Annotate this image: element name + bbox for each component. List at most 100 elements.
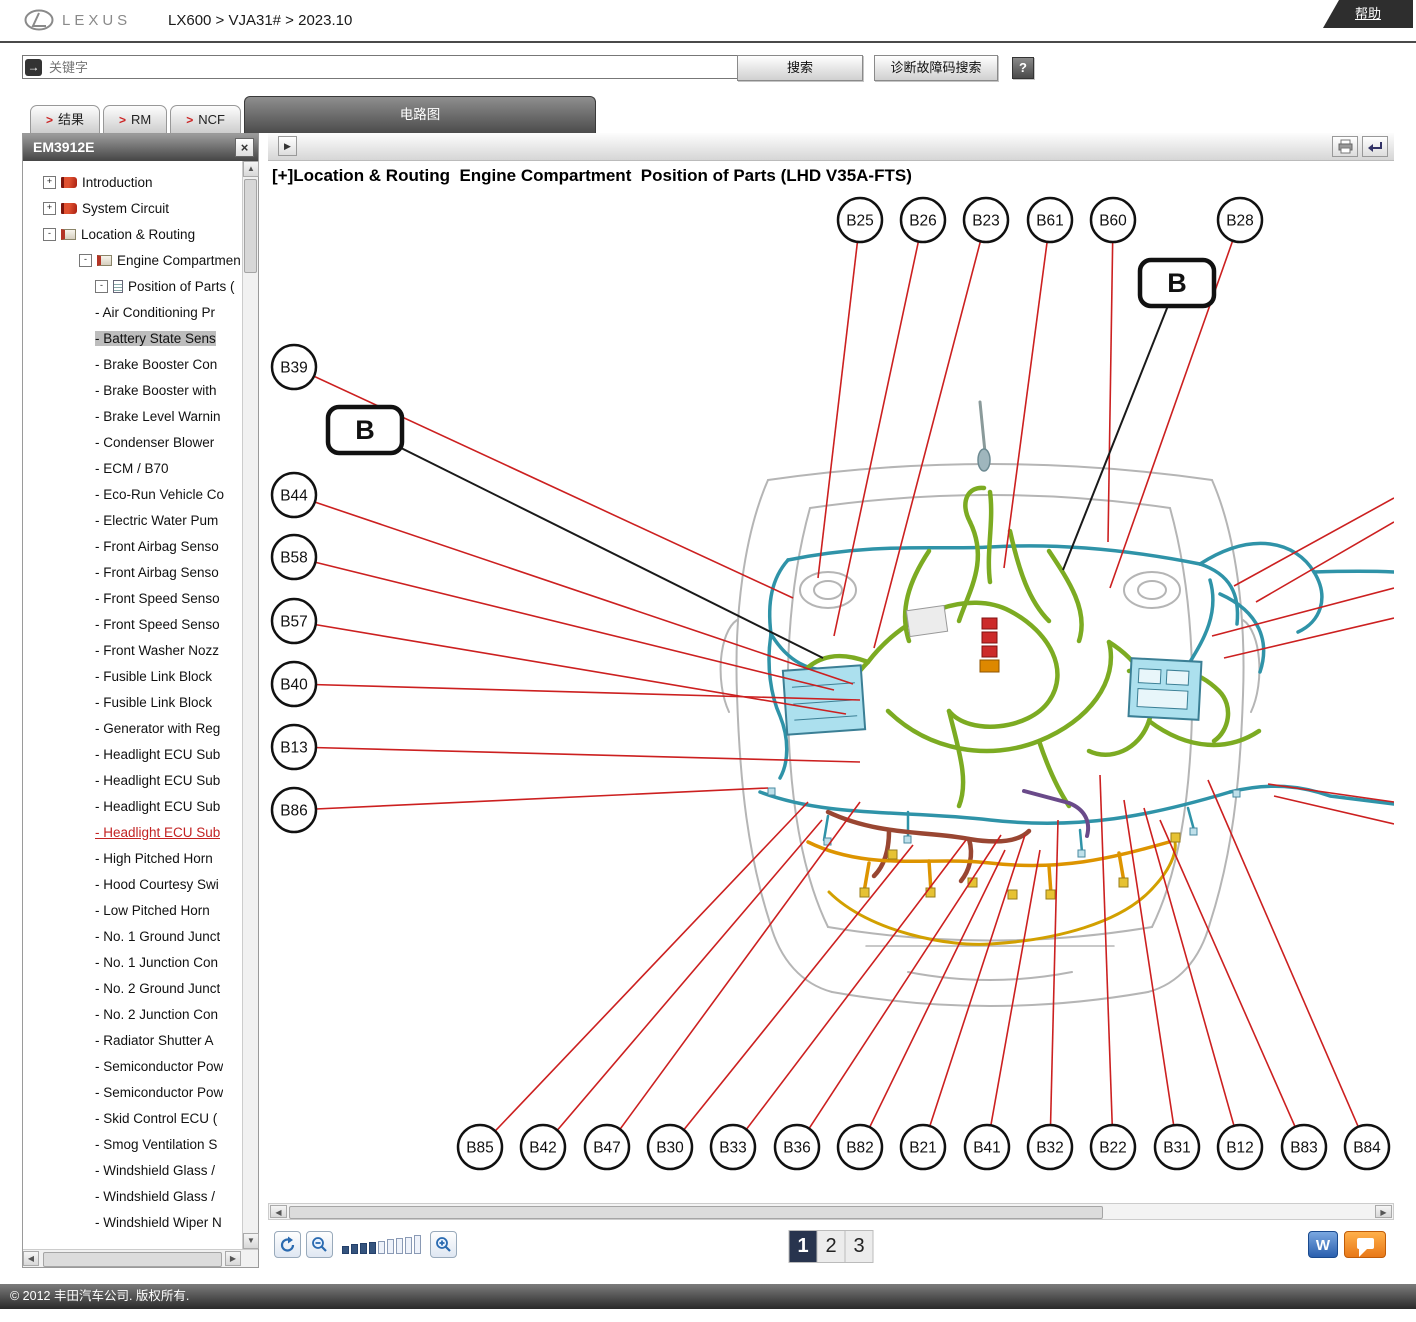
zoom-in-button[interactable] [430, 1231, 457, 1258]
print-button[interactable] [1332, 136, 1358, 157]
page-button[interactable]: 2 [817, 1230, 846, 1263]
tree-item[interactable]: - Low Pitched Horn [23, 897, 242, 923]
tree-item[interactable]: - Semiconductor Pow [23, 1053, 242, 1079]
tree-item[interactable]: - Skid Control ECU ( [23, 1105, 242, 1131]
tree-item[interactable]: - Front Speed Senso [23, 611, 242, 637]
connector-callout[interactable]: B61 [1026, 196, 1074, 244]
connector-callout[interactable]: B58 [270, 533, 318, 581]
scroll-left-button[interactable]: ◀ [270, 1205, 287, 1218]
tree-item[interactable]: - Headlight ECU Sub [23, 767, 242, 793]
tree-item[interactable]: - Semiconductor Pow [23, 1079, 242, 1105]
connector-callout[interactable]: B22 [1089, 1123, 1137, 1171]
tree-item[interactable]: - Electric Water Pum [23, 507, 242, 533]
close-icon[interactable]: × [235, 138, 254, 157]
tree-item[interactable]: - No. 2 Ground Junct [23, 975, 242, 1001]
reset-view-button[interactable] [274, 1231, 301, 1258]
tree-item[interactable]: - Brake Booster with [23, 377, 242, 403]
connector-callout[interactable]: B86 [270, 786, 318, 834]
expand-plus-icon[interactable]: + [43, 201, 56, 215]
sidebar-toggle-button[interactable]: ▶ [278, 136, 297, 156]
scroll-right-button[interactable]: ▶ [225, 1251, 241, 1266]
tree-item[interactable]: -Engine Compartmen [23, 247, 242, 273]
tree-item[interactable]: - No. 1 Ground Junct [23, 923, 242, 949]
collapse-minus-icon[interactable]: - [43, 227, 56, 241]
connector-callout[interactable]: B57 [270, 597, 318, 645]
connector-callout[interactable]: B33 [709, 1123, 757, 1171]
tree-item[interactable]: - Condenser Blower [23, 429, 242, 455]
page-button[interactable]: 3 [845, 1230, 874, 1263]
connector-callout[interactable]: B47 [583, 1123, 631, 1171]
scroll-down-button[interactable]: ▼ [243, 1233, 259, 1249]
tree-item[interactable]: - Generator with Reg [23, 715, 242, 741]
dtc-search-button[interactable]: 诊断故障码搜索 [874, 55, 998, 81]
tree-item[interactable]: - Air Conditioning Pr [23, 299, 242, 325]
help-question-button[interactable]: ? [1012, 57, 1034, 79]
connector-callout[interactable]: B32 [1026, 1123, 1074, 1171]
zoom-out-button[interactable] [306, 1231, 333, 1258]
tree-item[interactable]: - Front Airbag Senso [23, 533, 242, 559]
tree-item[interactable]: - High Pitched Horn [23, 845, 242, 871]
page-button[interactable]: 1 [788, 1230, 818, 1263]
collapse-minus-icon[interactable]: - [95, 279, 108, 293]
tree-item[interactable]: - Windshield Wiper N [23, 1209, 242, 1235]
tree-item[interactable]: - Front Airbag Senso [23, 559, 242, 585]
connector-callout[interactable]: B12 [1216, 1123, 1264, 1171]
connector-callout[interactable]: B84 [1343, 1123, 1391, 1171]
tree-item[interactable]: - Windshield Glass / [23, 1183, 242, 1209]
tree-item[interactable]: - Brake Level Warnin [23, 403, 242, 429]
connector-callout[interactable]: B26 [899, 196, 947, 244]
help-button[interactable]: 帮助 [1323, 0, 1413, 28]
collapse-minus-icon[interactable]: - [79, 253, 92, 267]
scroll-thumb[interactable] [244, 179, 257, 273]
tree-item[interactable]: -Location & Routing [23, 221, 242, 247]
tree-item[interactable]: - Front Speed Senso [23, 585, 242, 611]
tree-item[interactable]: - Fusible Link Block [23, 663, 242, 689]
tree-item[interactable]: - Hood Courtesy Swi [23, 871, 242, 897]
connector-callout[interactable]: B85 [456, 1123, 504, 1171]
tree-item[interactable]: +System Circuit [23, 195, 242, 221]
connector-callout[interactable]: B39 [270, 343, 318, 391]
tree-item[interactable]: - Headlight ECU Sub [23, 741, 242, 767]
expand-plus-icon[interactable]: + [43, 175, 56, 189]
connector-callout[interactable]: B25 [836, 196, 884, 244]
comment-button[interactable] [1344, 1231, 1386, 1258]
tree-item[interactable]: - Headlight ECU Sub [23, 793, 242, 819]
connector-callout[interactable]: B44 [270, 471, 318, 519]
connector-callout[interactable]: B42 [519, 1123, 567, 1171]
scroll-right-button[interactable]: ▶ [1375, 1205, 1392, 1218]
tree-item[interactable]: +Introduction [23, 169, 242, 195]
tree-item[interactable]: - Eco-Run Vehicle Co [23, 481, 242, 507]
connector-callout[interactable]: B82 [836, 1123, 884, 1171]
connector-callout[interactable]: B36 [773, 1123, 821, 1171]
sidebar-vertical-scrollbar[interactable]: ▲ ▼ [242, 161, 259, 1249]
tree-item[interactable]: -Position of Parts ( [23, 273, 242, 299]
connector-callout[interactable]: B60 [1089, 196, 1137, 244]
connector-callout[interactable]: B31 [1153, 1123, 1201, 1171]
tree-item[interactable]: - Front Washer Nozz [23, 637, 242, 663]
tab-item[interactable]: >NCF [170, 105, 241, 133]
tree-item[interactable]: - Battery State Sens [23, 325, 242, 351]
connector-callout[interactable]: B40 [270, 660, 318, 708]
sidebar-horizontal-scrollbar[interactable]: ◀ ▶ [23, 1249, 258, 1267]
scroll-left-button[interactable]: ◀ [23, 1251, 39, 1266]
tab-item[interactable]: >RM [103, 105, 168, 133]
tree-item[interactable]: - No. 1 Junction Con [23, 949, 242, 975]
scroll-thumb[interactable] [43, 1252, 222, 1267]
tree-item[interactable]: - ECM / B70 [23, 455, 242, 481]
tree-item[interactable]: - Fusible Link Block [23, 689, 242, 715]
scroll-thumb[interactable] [289, 1206, 1103, 1219]
tree-item[interactable]: - Smog Ventilation S [23, 1131, 242, 1157]
wiring-window-button[interactable]: W [1308, 1231, 1338, 1258]
keyword-search-input[interactable] [22, 55, 758, 79]
connector-callout[interactable]: B41 [963, 1123, 1011, 1171]
tree-item[interactable]: - No. 2 Junction Con [23, 1001, 242, 1027]
connector-callout[interactable]: B13 [270, 723, 318, 771]
connector-callout[interactable]: B30 [646, 1123, 694, 1171]
search-button[interactable]: 搜索 [737, 55, 863, 81]
scroll-up-button[interactable]: ▲ [243, 161, 259, 177]
tree-item[interactable]: - Windshield Glass / [23, 1157, 242, 1183]
tree-item[interactable]: - Headlight ECU Sub [23, 819, 242, 845]
connector-callout[interactable]: B23 [962, 196, 1010, 244]
connector-callout[interactable]: B83 [1280, 1123, 1328, 1171]
tree-item[interactable]: - Brake Booster Con [23, 351, 242, 377]
